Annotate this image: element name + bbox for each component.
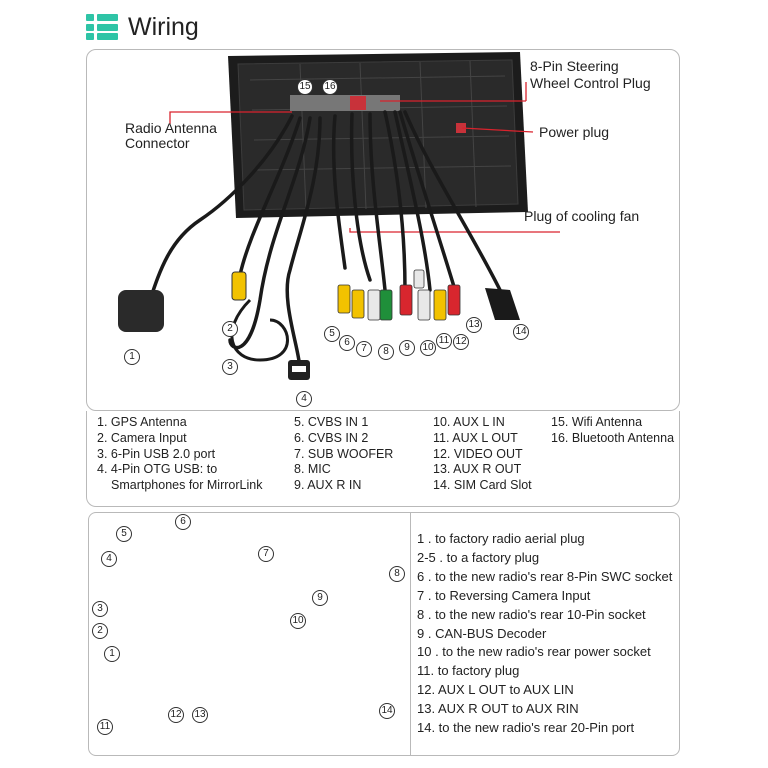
harness-num-12: 12 — [168, 707, 184, 723]
legend-item: 6. CVBS IN 2 — [294, 430, 369, 445]
legend-item: 11. AUX L OUT — [433, 430, 518, 445]
sim-card-slot — [485, 288, 520, 320]
diagram-num-8: 8 — [378, 344, 394, 360]
legend-item: 14. SIM Card Slot — [433, 478, 532, 493]
radio-unit — [228, 52, 528, 218]
legend-item: 16. Bluetooth Antenna — [551, 430, 675, 445]
legend-col-2: 5. CVBS IN 1 6. CVBS IN 2 7. SUB WOOFER … — [294, 415, 393, 494]
list-item: 9 . CAN-BUS Decoder — [417, 625, 547, 641]
diagram-num-5: 5 — [324, 326, 340, 342]
harness-num-9: 9 — [312, 590, 328, 606]
harness-num-8: 8 — [389, 566, 405, 582]
cooling-fan-label: Plug of cooling fan — [524, 208, 640, 224]
legend-item: 5. CVBS IN 1 — [294, 415, 369, 429]
harness-num-3: 3 — [92, 601, 108, 617]
harness-diagram-panel — [88, 512, 411, 756]
legend-item: 12. VIDEO OUT — [433, 446, 523, 461]
diagram-num-11: 11 — [436, 333, 452, 349]
harness-num-4: 4 — [101, 551, 117, 567]
callout-lines — [169, 82, 560, 233]
list-item: 14. to the new radio's rear 20-Pin port — [417, 720, 635, 736]
diagram-num-14: 14 — [513, 324, 529, 340]
diagram-num-7: 7 — [356, 341, 372, 357]
list-item: 6 . to the new radio's rear 8-Pin SWC so… — [417, 568, 673, 584]
legend-item: 15. Wifi Antenna — [551, 415, 643, 429]
gps-antenna — [118, 290, 164, 332]
list-icon — [86, 14, 118, 40]
list-item: 11. to factory plug — [417, 663, 520, 679]
diagram-num-10: 10 — [420, 340, 436, 356]
harness-num-1: 1 — [104, 646, 120, 662]
cables — [148, 110, 502, 372]
power-plug-label: Power plug — [539, 124, 610, 140]
harness-num-6: 6 — [175, 514, 191, 530]
radio-antenna-label: Radio Antenna Connector — [125, 120, 217, 151]
diagram-num-9: 9 — [399, 340, 415, 356]
harness-num-10: 10 — [290, 613, 306, 629]
legend-item: 13. AUX R OUT — [433, 462, 522, 477]
legend-item: 2. Camera Input — [97, 430, 187, 445]
legend-item: 8. MIC — [294, 462, 331, 477]
harness-num-2: 2 — [92, 623, 108, 639]
harness-num-7: 7 — [258, 546, 274, 562]
list-item: 7 . to Reversing Camera Input — [417, 587, 591, 603]
harness-num-14: 14 — [379, 703, 395, 719]
list-item: 13. AUX R OUT to AUX RIN — [417, 701, 579, 717]
harness-list: 1 . to factory radio aerial plug 2-5 . t… — [417, 530, 672, 738]
list-item: 2-5 . to a factory plug — [417, 549, 540, 565]
camera-input-plug — [231, 271, 247, 301]
legend-item: 3. 6-Pin USB 2.0 port — [97, 446, 216, 461]
diagram-num-1: 1 — [124, 349, 140, 365]
rca-plugs — [337, 269, 461, 321]
legend-item: 10. AUX L IN — [433, 415, 505, 429]
legend-item: 4. 4-Pin OTG USB: to — [97, 462, 218, 477]
steering-plug-label: 8-Pin Steering Wheel Control Plug — [530, 58, 651, 91]
harness-num-5: 5 — [116, 526, 132, 542]
diagram-num-2: 2 — [222, 321, 238, 337]
legend-col-4: 15. Wifi Antenna 16. Bluetooth Antenna — [551, 415, 674, 447]
diagram-num-13: 13 — [466, 317, 482, 333]
legend-item: 7. SUB WOOFER — [294, 446, 394, 461]
legend-item: Smartphones for MirrorLink — [111, 478, 263, 493]
harness-list-panel: 1 . to factory radio aerial plug 2-5 . t… — [411, 512, 680, 756]
legend-panel: 1. GPS Antenna 2. Camera Input 3. 6-Pin … — [86, 411, 680, 507]
diagram-num-3: 3 — [222, 359, 238, 375]
list-item: 12. AUX L OUT to AUX LIN — [417, 682, 574, 698]
diagram-num-15: 15 — [297, 79, 313, 95]
page-title: Wiring — [128, 12, 199, 41]
diagram-num-12: 12 — [453, 334, 469, 350]
list-item: 10 . to the new radio's rear power socke… — [417, 644, 651, 660]
harness-num-13: 13 — [192, 707, 208, 723]
harness-num-11: 11 — [97, 719, 113, 735]
legend-item: 9. AUX R IN — [294, 478, 362, 493]
list-item: 8 . to the new radio's rear 10-Pin socke… — [417, 606, 646, 622]
legend-col-3: 10. AUX L IN 11. AUX L OUT 12. VIDEO OUT… — [433, 415, 532, 494]
diagram-num-4: 4 — [296, 391, 312, 407]
list-item: 1 . to factory radio aerial plug — [417, 531, 585, 546]
diagram-num-6: 6 — [339, 335, 355, 351]
diagram-num-16: 16 — [322, 79, 338, 95]
page-header: Wiring — [86, 12, 199, 42]
legend-col-1: 1. GPS Antenna 2. Camera Input 3. 6-Pin … — [97, 415, 262, 494]
legend-item: 1. GPS Antenna — [97, 415, 187, 429]
